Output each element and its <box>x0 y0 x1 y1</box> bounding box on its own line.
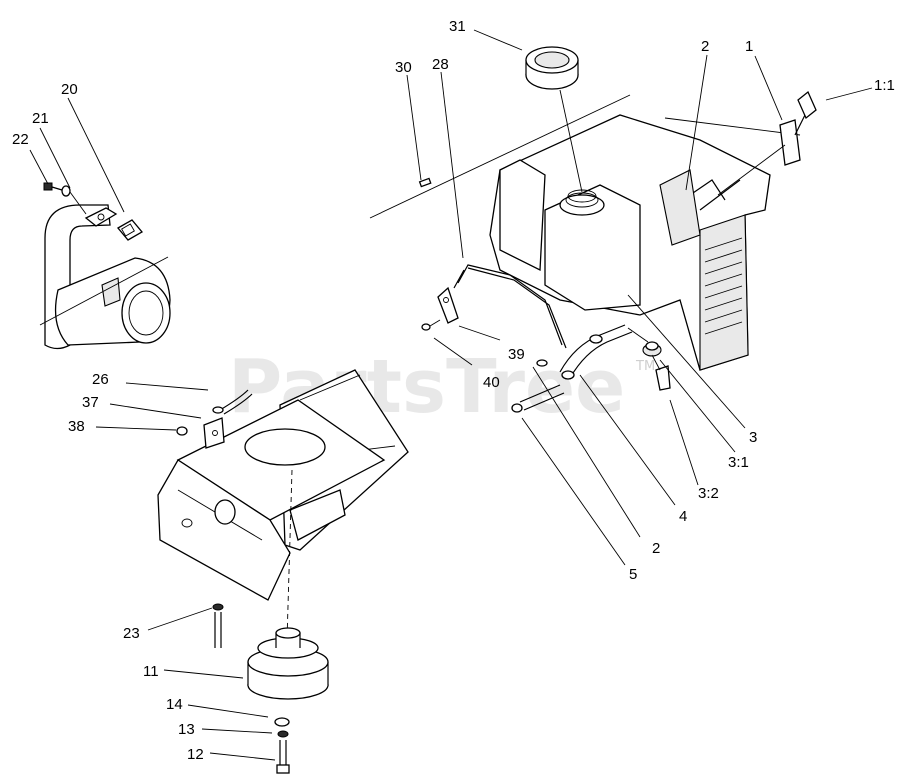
callout-23: 23 <box>123 625 140 642</box>
callout-2-top: 2 <box>701 38 709 55</box>
callout-37: 37 <box>82 394 99 411</box>
callout-14: 14 <box>166 696 183 713</box>
fuel-valve-assembly <box>511 90 817 413</box>
callout-39: 39 <box>508 346 525 363</box>
callout-12: 12 <box>187 746 204 763</box>
callout-1-1: 1:1 <box>874 77 895 94</box>
callout-26: 26 <box>92 371 109 388</box>
callout-3-1: 3:1 <box>728 454 749 471</box>
leader-lines <box>29 29 873 761</box>
callout-2-bottom: 2 <box>652 540 660 557</box>
callout-31: 31 <box>449 18 466 35</box>
callout-30: 30 <box>395 59 412 76</box>
muffler-assembly <box>39 182 171 350</box>
callout-5: 5 <box>629 566 637 583</box>
frame-deck-assembly <box>157 369 409 641</box>
rod-bracket-assembly <box>418 177 567 349</box>
callout-28: 28 <box>432 56 449 73</box>
callout-21: 21 <box>32 110 49 127</box>
callout-1: 1 <box>745 38 753 55</box>
callout-22: 22 <box>12 131 29 148</box>
fuel-tank-assembly <box>369 46 801 371</box>
callout-20: 20 <box>61 81 78 98</box>
callout-4: 4 <box>679 508 687 525</box>
pulley-assembly <box>212 603 329 774</box>
callout-3-2: 3:2 <box>698 485 719 502</box>
callout-11: 11 <box>143 663 159 680</box>
callout-38: 38 <box>68 418 85 435</box>
watermark-trademark: TM <box>635 359 655 374</box>
callout-13: 13 <box>178 721 195 738</box>
callout-3: 3 <box>749 429 757 446</box>
callout-40: 40 <box>483 374 500 391</box>
